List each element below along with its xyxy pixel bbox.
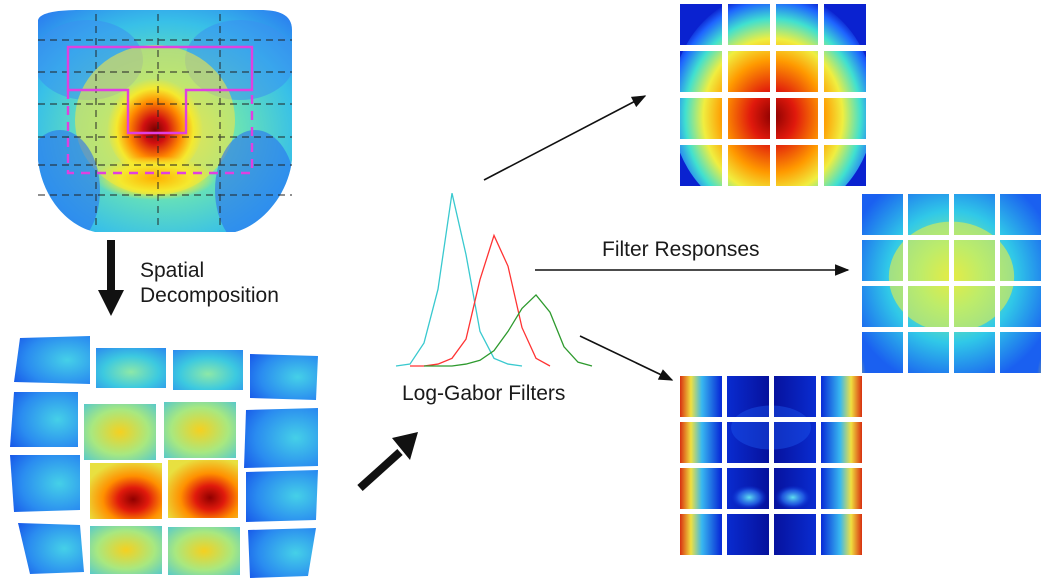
response-grid-3 (680, 376, 862, 555)
grid1-tiles (680, 4, 866, 186)
response-grid-1 (680, 4, 866, 186)
response-grid-2 (862, 194, 1041, 373)
log-gabor-label: Log-Gabor Filters (402, 382, 566, 405)
down-arrow (98, 240, 124, 316)
decomposed-face-tiles (10, 336, 318, 578)
decomposition-label: Decomposition (140, 284, 279, 307)
diagonal-arrow (357, 432, 418, 491)
gabor-curve-1 (395, 193, 523, 367)
grid3-tiles (680, 376, 862, 555)
face-grid-lines (38, 14, 292, 230)
gabor-curve-2 (410, 233, 551, 367)
gabor-curve-3 (424, 294, 593, 367)
grid2-tiles (862, 194, 1041, 373)
arrow-to-response-1 (483, 95, 647, 181)
spatial-label: Spatial (140, 259, 205, 282)
arrow-to-response-3 (579, 335, 674, 381)
face-depth-map (38, 10, 292, 232)
face-region-overlay (66, 45, 254, 175)
log-gabor-plot (395, 193, 593, 367)
filter-responses-label: Filter Responses (602, 238, 760, 261)
